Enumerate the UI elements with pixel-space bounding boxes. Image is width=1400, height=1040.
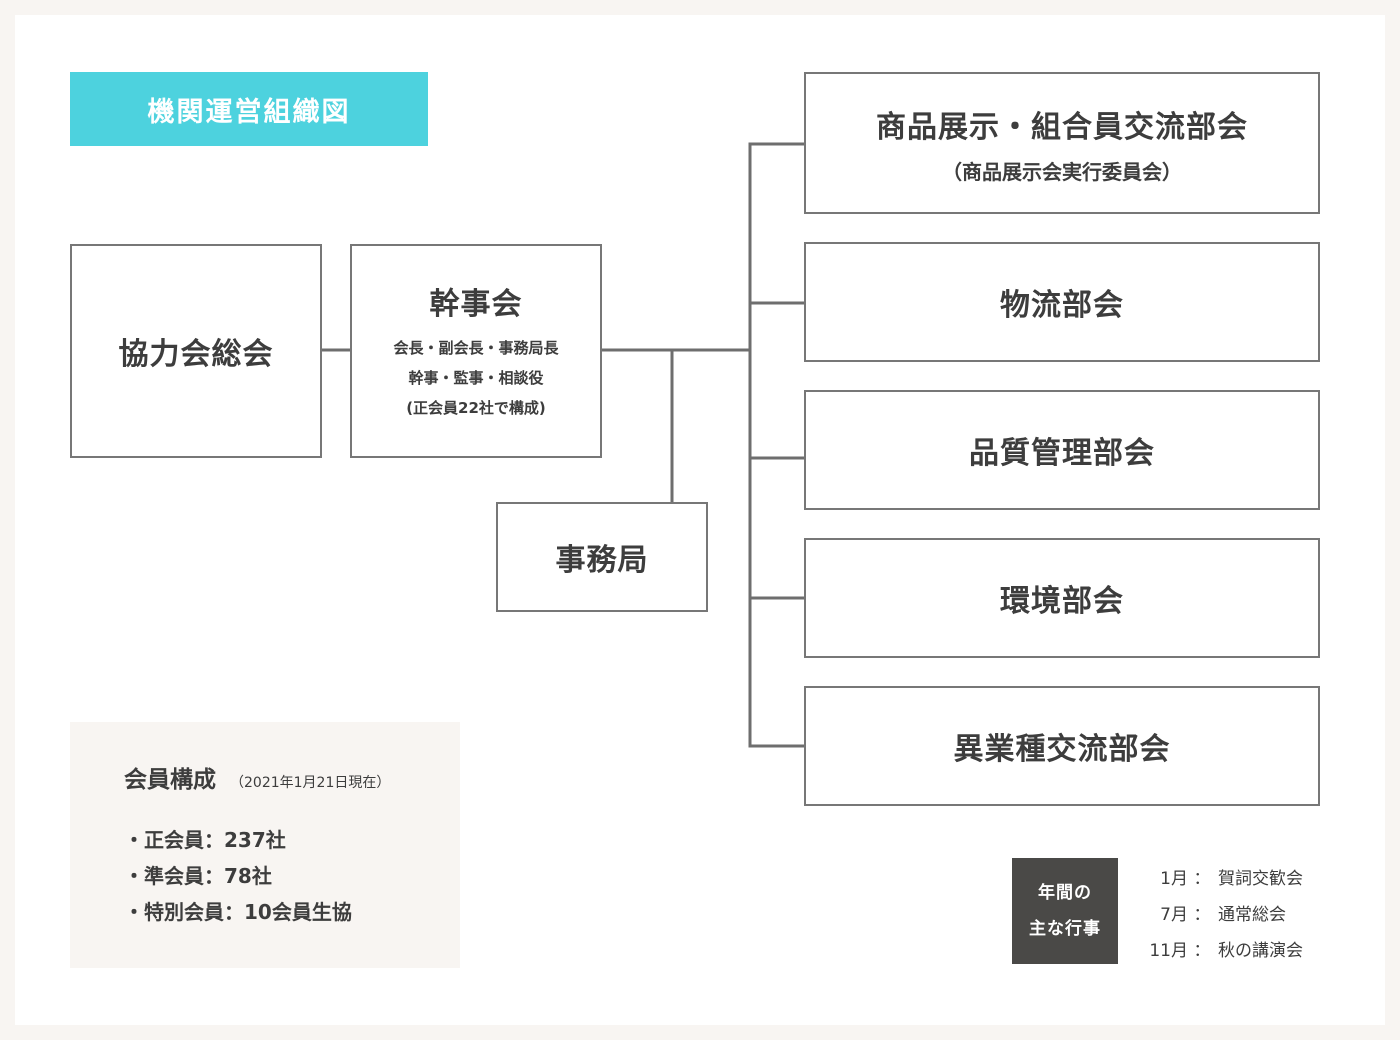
event-separator: ： xyxy=(1193,940,1211,961)
executive-board-line-2: 幹事・監事・相談役 xyxy=(408,369,544,387)
membership-item-associate: ・準会員：78社 xyxy=(124,864,272,888)
event-month: 1月 xyxy=(1160,868,1188,889)
membership-heading: 会員構成 xyxy=(124,767,216,793)
membership-item-regular: ・正会員：237社 xyxy=(124,828,286,852)
membership-list: ・正会員：237社 ・準会員：78社 ・特別会員：10会員生協 xyxy=(124,822,460,930)
event-row: 7月 ： 通常総会 xyxy=(1140,894,1303,930)
executive-board-title: 幹事会 xyxy=(429,287,523,322)
membership-date: （2021年1月21日現在） xyxy=(230,775,391,791)
membership-heading-row: 会員構成 （2021年1月21日現在） xyxy=(124,760,460,794)
executive-board-line-1: 会長・副会長・事務局長 xyxy=(393,339,559,357)
secretariat-box: 事務局 xyxy=(496,502,708,612)
division-subtitle-1: （商品展示会実行委員会） xyxy=(942,159,1182,184)
division-title-4: 環境部会 xyxy=(1000,584,1124,619)
event-separator: ： xyxy=(1193,868,1211,889)
division-title-1: 商品展示・組合員交流部会 xyxy=(876,109,1248,145)
event-row: 1月 ： 賀詞交歓会 xyxy=(1140,858,1303,894)
event-name: 賀詞交歓会 xyxy=(1218,868,1303,889)
annual-events-badge-line-2: 主な行事 xyxy=(1029,919,1101,939)
division-title-3: 品質管理部会 xyxy=(969,436,1155,471)
division-box-3: 品質管理部会 xyxy=(804,390,1320,510)
division-box-2: 物流部会 xyxy=(804,242,1320,362)
event-separator: ： xyxy=(1193,904,1211,925)
event-name: 秋の講演会 xyxy=(1218,940,1303,961)
chart-title: 機関運営組織図 xyxy=(70,72,428,146)
membership-item-special: ・特別会員：10会員生協 xyxy=(124,900,352,924)
membership-panel: 会員構成 （2021年1月21日現在） ・正会員：237社 ・準会員：78社 ・特… xyxy=(70,722,460,968)
annual-events-badge: 年間の 主な行事 xyxy=(1012,858,1118,964)
division-box-1: 商品展示・組合員交流部会 （商品展示会実行委員会） xyxy=(804,72,1320,214)
event-row: 11月 ： 秋の講演会 xyxy=(1140,930,1303,966)
event-name: 通常総会 xyxy=(1218,904,1286,925)
executive-board-line-3: (正会員22社で構成) xyxy=(406,399,546,417)
event-month: 11月 xyxy=(1149,940,1188,961)
annual-events-badge-line-1: 年間の xyxy=(1038,883,1092,903)
division-box-4: 環境部会 xyxy=(804,538,1320,658)
division-title-5: 異業種交流部会 xyxy=(953,732,1171,767)
division-box-5: 異業種交流部会 xyxy=(804,686,1320,806)
executive-board-box: 幹事会 会長・副会長・事務局長 幹事・監事・相談役 (正会員22社で構成) xyxy=(350,244,602,458)
general-meeting-label: 協力会総会 xyxy=(118,337,274,372)
division-title-2: 物流部会 xyxy=(1000,288,1124,323)
annual-events-list: 1月 ： 賀詞交歓会 7月 ： 通常総会 11月 ： 秋の講演会 xyxy=(1140,858,1303,966)
general-meeting-box: 協力会総会 xyxy=(70,244,322,458)
secretariat-label: 事務局 xyxy=(555,543,649,578)
event-month: 7月 xyxy=(1160,904,1188,925)
